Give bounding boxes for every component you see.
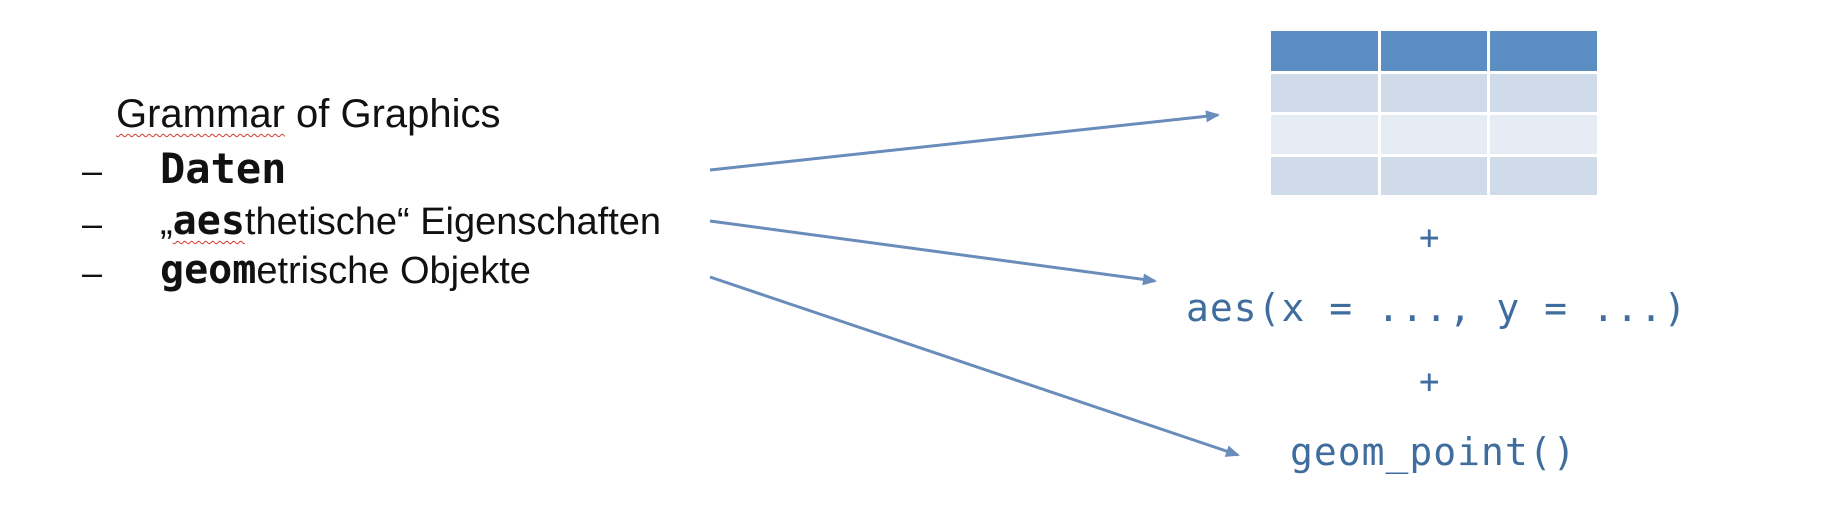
geom-point-code: geom_point() (1290, 430, 1577, 474)
title-word-spellcheck: Grammar (116, 92, 285, 136)
plus-sign-1: + (1419, 218, 1440, 258)
aes-code: aes(x = ..., y = ...) (1186, 286, 1688, 330)
table-cell (1271, 74, 1378, 113)
data-table-icon (1271, 31, 1597, 195)
table-cell (1490, 74, 1597, 113)
arrow-geom-to-code (709, 275, 1240, 457)
list-dash-1: – (82, 150, 103, 191)
list-dash-2: – (82, 203, 103, 244)
list-dash-3: – (82, 252, 103, 293)
arrow-aes-to-code (709, 219, 1157, 286)
table-cell (1380, 74, 1488, 113)
table-cell (1380, 115, 1488, 154)
diagram-title-text: Grammar of Graphics (116, 92, 501, 136)
list-item-aesthetics-highlight: aes (172, 198, 245, 244)
list-item-aesthetics: „aesthetische“ Eigenschaften (160, 198, 661, 244)
table-cell (1490, 115, 1597, 154)
list-item-geom-rest: etrische Objekte (256, 250, 531, 292)
list-item-geom: geometrische Objekte (160, 247, 531, 293)
table-header-cell (1271, 31, 1378, 71)
table-cell (1271, 156, 1378, 195)
table-cell (1490, 156, 1597, 195)
list-item-geom-highlight: geom (160, 247, 257, 293)
list-item-aesthetics-rest: thetische“ Eigenschaften (244, 201, 662, 243)
table-header-cell (1490, 31, 1597, 71)
list-item-aesthetics-prefix: „ (160, 201, 173, 243)
table-cell (1380, 156, 1488, 195)
table-header-cell (1380, 31, 1488, 71)
list-item-daten-highlight: Daten (160, 144, 287, 193)
arrow-daten-to-table (709, 110, 1220, 172)
list-item-daten: Daten (160, 144, 286, 193)
plus-sign-2: + (1419, 362, 1440, 402)
table-cell (1271, 115, 1378, 154)
